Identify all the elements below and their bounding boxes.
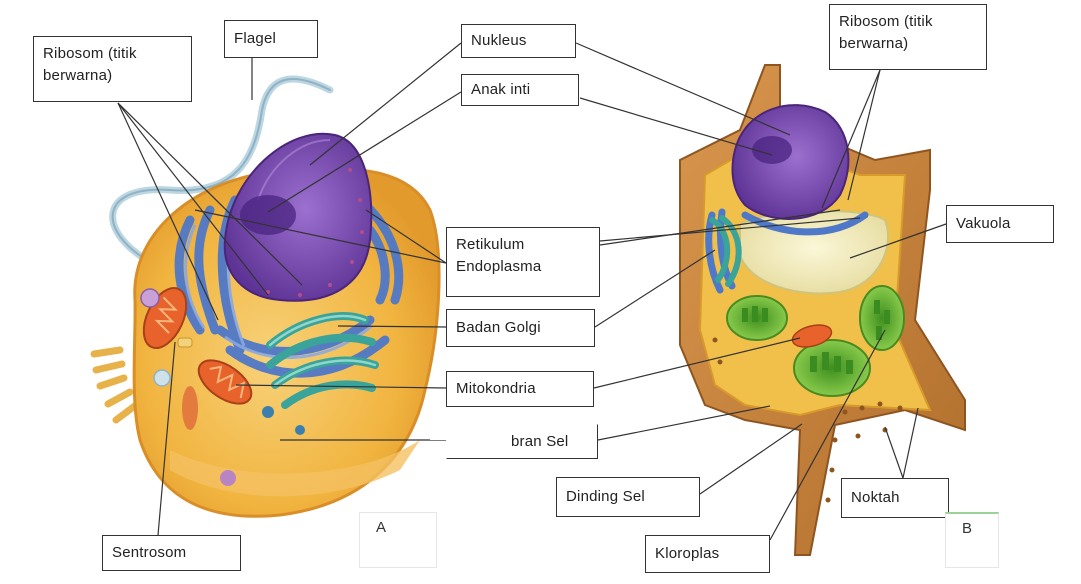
label-anak-inti-text: Anak inti	[471, 81, 531, 98]
label-flagel-text: Flagel	[234, 30, 277, 47]
panel-label-a: A	[359, 512, 437, 568]
label-kloroplas-text: Kloroplas	[655, 545, 720, 562]
label-membran-sel: bran Sel	[446, 424, 598, 459]
panel-label-b: B	[945, 512, 999, 568]
label-ribosom-right-line1: Ribosom (titik	[839, 13, 933, 30]
label-vakuola-text: Vakuola	[956, 215, 1011, 232]
label-retikulum: Retikulum Endoplasma	[446, 227, 600, 297]
label-sentrosom: Sentrosom	[102, 535, 241, 571]
panel-label-a-text: A	[376, 519, 387, 536]
microvilli	[90, 346, 140, 424]
membran-sel-mask	[430, 420, 510, 440]
label-badan-golgi-text: Badan Golgi	[456, 319, 541, 336]
pits	[712, 337, 903, 503]
label-sentrosom-text: Sentrosom	[112, 544, 187, 561]
label-ribosom-left-line1: Ribosom (titik	[43, 45, 137, 62]
label-noktah-text: Noktah	[851, 489, 900, 506]
label-vakuola: Vakuola	[946, 205, 1054, 243]
label-dinding-sel-text: Dinding Sel	[566, 488, 645, 505]
label-nukleus: Nukleus	[461, 24, 576, 58]
panel-label-b-text: B	[962, 520, 973, 537]
label-ribosom-left-line2: berwarna)	[43, 67, 113, 84]
label-ribosom-left: Ribosom (titik berwarna)	[33, 36, 192, 102]
plant-cell	[679, 64, 966, 556]
label-anak-inti: Anak inti	[461, 74, 579, 106]
label-mitokondria: Mitokondria	[446, 371, 594, 407]
label-ribosom-right-line2: berwarna)	[839, 35, 909, 52]
label-ribosom-right: Ribosom (titik berwarna)	[829, 4, 987, 70]
animal-cell	[90, 75, 441, 518]
label-badan-golgi: Badan Golgi	[446, 309, 595, 347]
label-dinding-sel: Dinding Sel	[556, 477, 700, 517]
animal-nucleus	[223, 132, 373, 302]
label-membran-sel-text: bran Sel	[511, 432, 569, 450]
chloroplasts	[726, 285, 905, 397]
label-retikulum-line2: Endoplasma	[456, 258, 542, 275]
label-retikulum-line1: Retikulum	[456, 236, 525, 253]
label-kloroplas: Kloroplas	[645, 535, 770, 573]
plant-nucleus	[731, 104, 850, 220]
label-flagel: Flagel	[224, 20, 318, 58]
label-nukleus-text: Nukleus	[471, 32, 527, 49]
label-noktah: Noktah	[841, 478, 949, 518]
leader-lines	[117, 42, 947, 541]
label-mitokondria-text: Mitokondria	[456, 380, 536, 397]
